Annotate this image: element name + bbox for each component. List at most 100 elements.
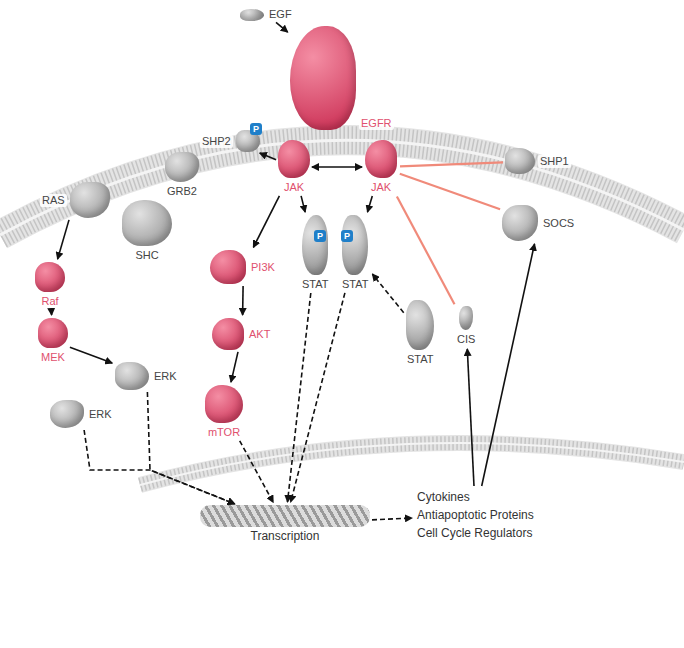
- protein-blob: [406, 300, 434, 350]
- protein-blob: [50, 400, 84, 428]
- signal-arrow: [260, 153, 276, 160]
- protein-label: STAT: [405, 353, 435, 366]
- product-list: CytokinesAntiapoptotic ProteinsCell Cycl…: [415, 488, 536, 542]
- label-group: SHC: [133, 249, 160, 262]
- nuclear-core: [140, 443, 684, 485]
- protein-node: SOCS: [502, 205, 576, 241]
- protein-blob: [210, 250, 246, 284]
- protein-blob: [122, 200, 172, 246]
- protein-label: Transcription: [249, 530, 322, 543]
- nuclear-lipids: [140, 443, 684, 485]
- plasma-membrane: [0, 140, 684, 235]
- label-group: ERK: [152, 370, 179, 383]
- label-group: JAK: [369, 181, 393, 194]
- protein-node: SHC: [122, 200, 172, 262]
- protein-blob: [365, 140, 397, 178]
- protein-label: Cell Cycle Regulators: [415, 524, 534, 542]
- signal-arrow: [253, 196, 279, 248]
- label-group: EGF: [267, 8, 294, 21]
- label-group: GRB2: [165, 185, 199, 198]
- protein-node: ERK: [50, 400, 114, 428]
- protein-blob: [115, 362, 149, 390]
- signal-arrow: [276, 22, 288, 32]
- protein-node: MEK: [38, 318, 68, 364]
- protein-label: Cytokines: [415, 488, 472, 506]
- signal-arrow: [70, 347, 112, 363]
- protein-node: RAS: [40, 182, 110, 218]
- label-group: SHP2: [200, 135, 233, 148]
- protein-node: JAK: [365, 140, 397, 194]
- protein-label: RAS: [40, 194, 67, 207]
- membrane-core: [0, 140, 684, 235]
- signal-arrow: [372, 274, 403, 313]
- protein-blob: [240, 9, 264, 21]
- protein-blob: [290, 26, 356, 130]
- signal-arrow: [372, 518, 412, 520]
- label-group: STAT: [340, 278, 370, 291]
- protein-label: JAK: [369, 181, 393, 194]
- label-group: mTOR: [206, 426, 242, 439]
- protein-label: SHP1: [538, 155, 571, 168]
- protein-blob: [35, 262, 65, 292]
- label-group: STAT: [300, 278, 330, 291]
- label-group: EGFR: [359, 117, 394, 130]
- phospho-badge: P: [250, 123, 262, 135]
- protein-label: STAT: [300, 278, 330, 291]
- protein-blob: [165, 152, 199, 182]
- protein-node: SHP1: [505, 148, 571, 174]
- protein-label: AKT: [247, 328, 272, 341]
- protein-blob: [205, 385, 243, 423]
- signal-arrow: [288, 293, 311, 502]
- signal-arrow: [301, 196, 305, 212]
- protein-node: JAK: [278, 140, 310, 194]
- signal-arrow: [482, 244, 535, 486]
- label-group: STAT: [405, 353, 435, 366]
- dna-helix: [200, 505, 370, 527]
- protein-node: EGF: [240, 8, 294, 21]
- protein-blob: [459, 306, 473, 330]
- signal-arrow: [291, 293, 345, 502]
- phospho-badge: P: [341, 230, 353, 242]
- protein-label: Raf: [39, 295, 60, 308]
- label-group: SOCS: [541, 217, 576, 230]
- protein-label: Antiapoptotic Proteins: [415, 506, 536, 524]
- signal-arrow: [240, 441, 274, 503]
- protein-label: SHC: [133, 249, 160, 262]
- inhibition-line: [397, 197, 455, 305]
- protein-node: Transcription: [200, 505, 370, 543]
- label-group: MEK: [39, 351, 67, 364]
- protein-node: Raf: [35, 262, 65, 308]
- protein-label: EGFR: [359, 117, 394, 130]
- protein-node: PI3K: [210, 250, 277, 284]
- signal-arrow: [467, 349, 474, 486]
- label-group: RAS: [40, 194, 67, 207]
- protein-label: MEK: [39, 351, 67, 364]
- protein-label: JAK: [282, 181, 306, 194]
- protein-label: PI3K: [249, 261, 277, 274]
- nuclear-membrane: [140, 443, 684, 485]
- protein-node: mTOR: [205, 385, 243, 439]
- protein-label: CIS: [455, 333, 477, 346]
- label-group: Raf: [39, 295, 60, 308]
- label-group: AKT: [247, 328, 272, 341]
- protein-label: GRB2: [165, 185, 199, 198]
- protein-node: STAT: [300, 215, 330, 291]
- signal-arrow: [84, 430, 235, 504]
- phospho-badge: P: [314, 230, 326, 242]
- label-group: SHP1: [538, 155, 571, 168]
- inhibition-line: [400, 174, 500, 210]
- protein-node: ERK: [115, 362, 179, 390]
- signal-arrow: [58, 220, 69, 259]
- protein-blob: [38, 318, 68, 348]
- protein-node: STAT: [405, 300, 435, 366]
- protein-node: EGFR: [290, 26, 394, 130]
- protein-node: GRB2: [165, 152, 199, 198]
- label-group: CIS: [455, 333, 477, 346]
- signal-arrow: [231, 352, 238, 382]
- protein-label: SHP2: [200, 135, 233, 148]
- inhibition-line: [400, 162, 503, 166]
- protein-label: EGF: [267, 8, 294, 21]
- signal-arrow: [50, 310, 52, 315]
- label-group: ERK: [87, 408, 114, 421]
